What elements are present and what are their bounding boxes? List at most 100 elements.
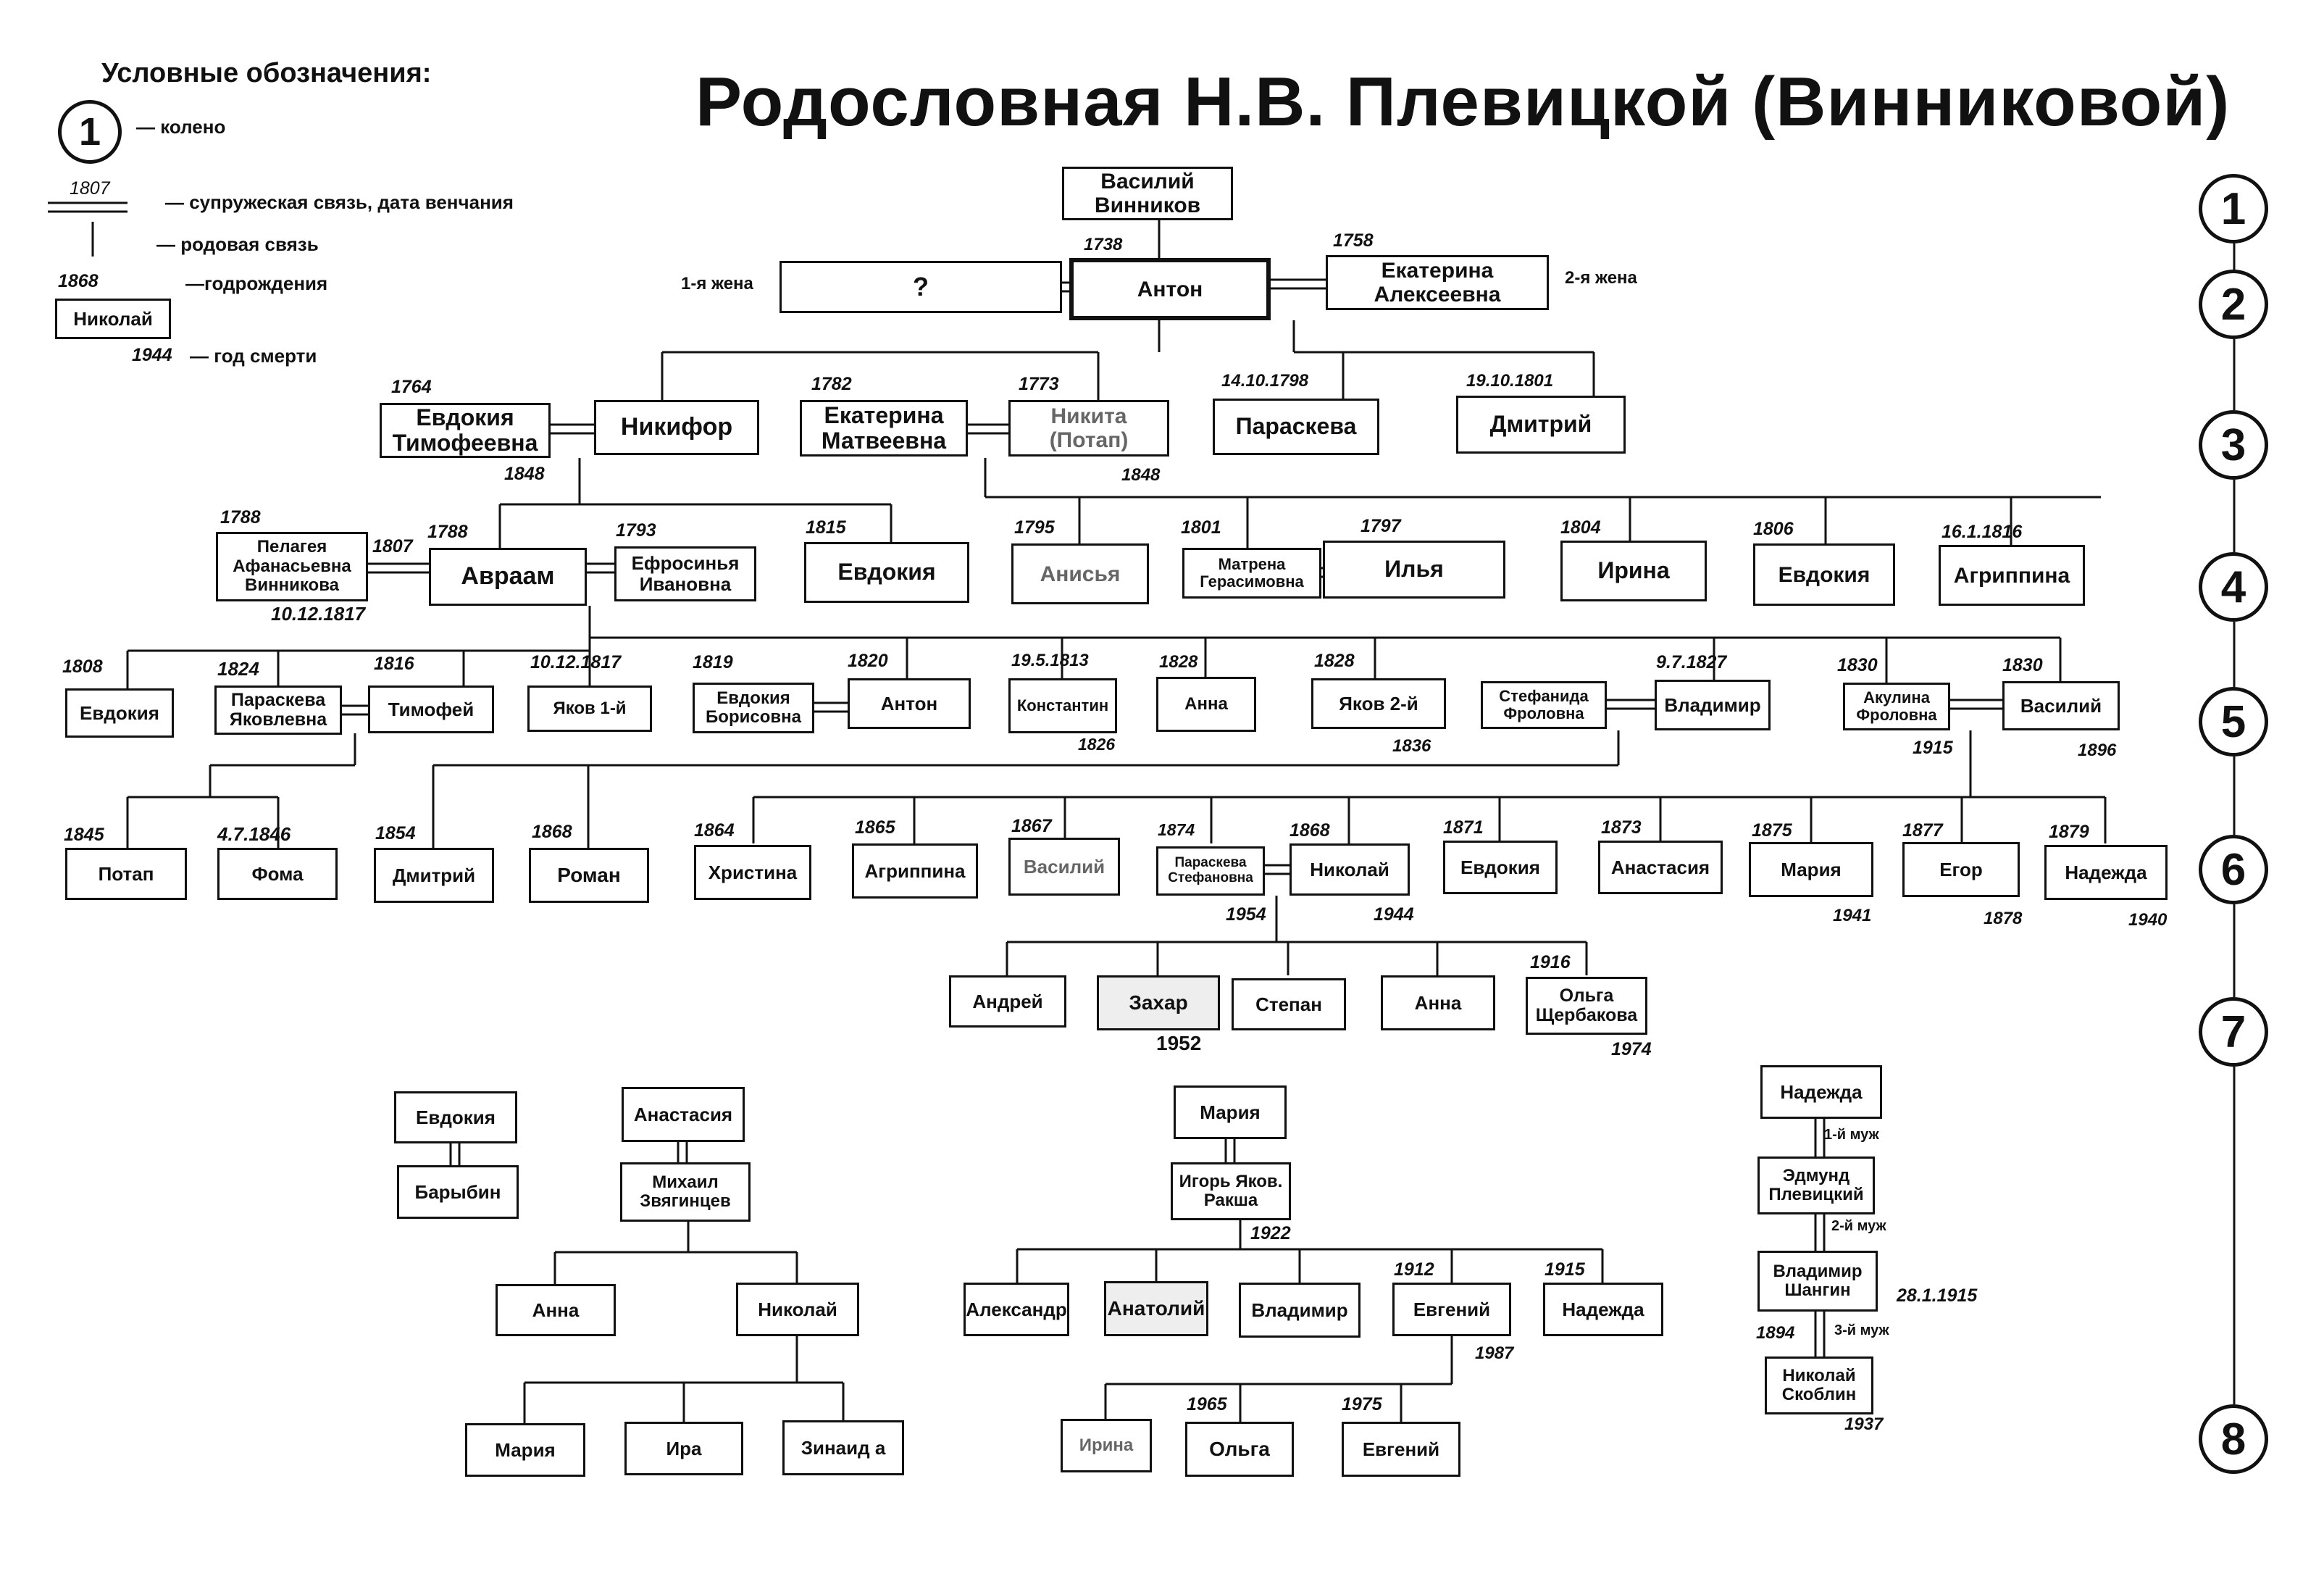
date-label: 1915 bbox=[1913, 738, 1953, 758]
generation-circle: 4 bbox=[2199, 552, 2268, 622]
person-box-egor: Егор bbox=[1902, 842, 2020, 897]
person-box-matrena: Матрена Герасимовна bbox=[1182, 548, 1321, 599]
date-label: 1828 bbox=[1159, 652, 1198, 672]
person-box-evdokiya-l: Евдокия bbox=[394, 1091, 517, 1143]
date-label: 1868 bbox=[1290, 820, 1330, 841]
date-label: 1819 bbox=[693, 652, 733, 672]
date-label: 1879 bbox=[2049, 822, 2089, 842]
person-box-edmund: Эдмунд Плевицкий bbox=[1757, 1157, 1875, 1214]
date-label: 1944 bbox=[1374, 904, 1414, 925]
person-box-paraskeva-s: Параскева Стефановна bbox=[1156, 846, 1265, 896]
person-box-barybin: Барыбин bbox=[397, 1165, 519, 1219]
date-label: 1975 bbox=[1342, 1394, 1382, 1414]
generation-circle: 1 bbox=[2199, 174, 2268, 243]
date-label: 1848 bbox=[504, 464, 545, 484]
person-box-ilya: Илья bbox=[1323, 541, 1505, 599]
person-box-vladimir5: Владимир bbox=[1655, 680, 1771, 730]
date-label: 19.5.1813 bbox=[1011, 651, 1089, 670]
legend-heading: Условные обозначения: bbox=[101, 58, 432, 88]
person-box-vasiliy: Василий Винников bbox=[1062, 167, 1233, 220]
date-label: 1788 bbox=[427, 522, 468, 542]
date-label: 1974 bbox=[1611, 1039, 1652, 1059]
person-box-nadezhda-r: Надежда bbox=[1760, 1065, 1882, 1119]
date-label: 1828 bbox=[1314, 651, 1355, 671]
person-box-andrey: Андрей bbox=[949, 975, 1066, 1028]
person-box-anton5: Антон bbox=[848, 678, 971, 729]
date-label: 1845 bbox=[64, 825, 104, 845]
generation-circle: 8 bbox=[2199, 1404, 2268, 1474]
person-box-nikifor: Никифор bbox=[594, 400, 759, 455]
date-label: 10.12.1817 bbox=[271, 603, 366, 625]
date-label: 1875 bbox=[1752, 820, 1792, 841]
person-box-evdokiya4: Евдокия bbox=[804, 542, 969, 603]
person-box-ira-l: Ира bbox=[624, 1422, 743, 1475]
date-label: 9.7.1827 bbox=[1656, 652, 1727, 672]
date-label: 1916 bbox=[1530, 952, 1571, 972]
person-box-konstantin: Константин bbox=[1008, 678, 1117, 733]
spouse-note: 1-й муж bbox=[1824, 1127, 1879, 1143]
spouse-note: 2-я жена bbox=[1565, 268, 1637, 288]
person-box-vladimir-sh: Владимир Шангин bbox=[1757, 1251, 1878, 1312]
date-label: 14.10.1798 bbox=[1221, 371, 1309, 391]
person-box-anastasiya-l: Анастасия bbox=[622, 1087, 745, 1142]
generation-circle: 7 bbox=[2199, 997, 2268, 1067]
page-title: Родословная Н.В. Плевицкой (Винниковой) bbox=[695, 63, 2231, 141]
date-label: 1820 bbox=[848, 651, 888, 671]
person-box-evgeniy-c: Евгений bbox=[1392, 1283, 1511, 1336]
legend-person-box: Николай bbox=[55, 299, 171, 339]
date-label: 1815 bbox=[806, 517, 846, 538]
date-label: 1965 bbox=[1187, 1394, 1227, 1414]
person-box-olga-c: Ольга bbox=[1185, 1422, 1294, 1477]
date-label: 1758 bbox=[1333, 230, 1374, 251]
date-label: 1954 bbox=[1226, 904, 1266, 925]
person-box-evdokiya4b: Евдокия bbox=[1753, 543, 1895, 606]
date-label: 1871 bbox=[1443, 817, 1484, 838]
date-label: 1894 bbox=[1756, 1323, 1795, 1343]
date-label: 1782 bbox=[811, 374, 852, 394]
person-box-anisya: Анисья bbox=[1011, 543, 1149, 604]
person-box-efrosinya: Ефросинья Ивановна bbox=[614, 546, 756, 601]
legend-birth-text: —годрождения bbox=[185, 272, 328, 294]
date-label: 1808 bbox=[62, 657, 103, 677]
date-label: 1864 bbox=[694, 820, 735, 841]
spouse-note: 3-й муж bbox=[1834, 1322, 1889, 1338]
person-box-mariya-c: Мария bbox=[1174, 1085, 1287, 1139]
person-box-stefanida: Стефанида Фроловна bbox=[1481, 681, 1607, 729]
legend-death-text: — год смерти bbox=[190, 345, 317, 367]
date-label: 1807 bbox=[372, 536, 413, 557]
person-box-anatoliy: Анатолий bbox=[1104, 1281, 1208, 1336]
person-box-yakov2: Яков 2-й bbox=[1311, 678, 1446, 729]
person-box-nikolay6: Николай bbox=[1290, 843, 1410, 896]
date-label: 1987 bbox=[1475, 1343, 1514, 1363]
person-box-nikita: Никита (Потап) bbox=[1008, 400, 1169, 457]
date-label: 19.10.1801 bbox=[1466, 371, 1554, 391]
date-label: 1941 bbox=[1833, 906, 1872, 925]
person-box-nadezhda6: Надежда bbox=[2044, 845, 2168, 900]
date-label: 1867 bbox=[1011, 816, 1052, 836]
person-box-avraam: Авраам bbox=[429, 548, 587, 606]
generation-circle: 5 bbox=[2199, 687, 2268, 757]
date-label: 1952 bbox=[1156, 1032, 1202, 1054]
date-label: 4.7.1846 bbox=[217, 823, 291, 845]
date-label: 1797 bbox=[1360, 516, 1401, 536]
date-label: 1836 bbox=[1392, 736, 1431, 756]
date-label: 1773 bbox=[1019, 374, 1059, 394]
generation-circle: 3 bbox=[2199, 410, 2268, 480]
person-box-paraskeva-ya: Параскева Яковлевна bbox=[214, 685, 342, 735]
person-box-anton: Антон bbox=[1069, 258, 1271, 320]
person-box-anna7: Анна bbox=[1381, 975, 1495, 1030]
person-box-evdokiya-b: Евдокия Борисовна bbox=[693, 683, 814, 733]
date-label: 1865 bbox=[855, 817, 895, 838]
person-box-dmitriy6: Дмитрий bbox=[374, 848, 494, 903]
spouse-note: 2-й муж bbox=[1831, 1218, 1886, 1234]
date-label: 1877 bbox=[1902, 820, 1943, 841]
person-box-agrippina4: Агриппина bbox=[1939, 545, 2085, 606]
person-box-khristina: Христина bbox=[694, 845, 811, 900]
date-label: 1826 bbox=[1078, 735, 1116, 754]
person-box-vasiliy6: Василий bbox=[1008, 838, 1120, 896]
legend-marriage-year: 1807 bbox=[70, 178, 110, 199]
person-box-vasiliy5: Василий bbox=[2002, 681, 2120, 730]
date-label: 1801 bbox=[1181, 517, 1221, 538]
date-label: 1816 bbox=[374, 654, 414, 674]
